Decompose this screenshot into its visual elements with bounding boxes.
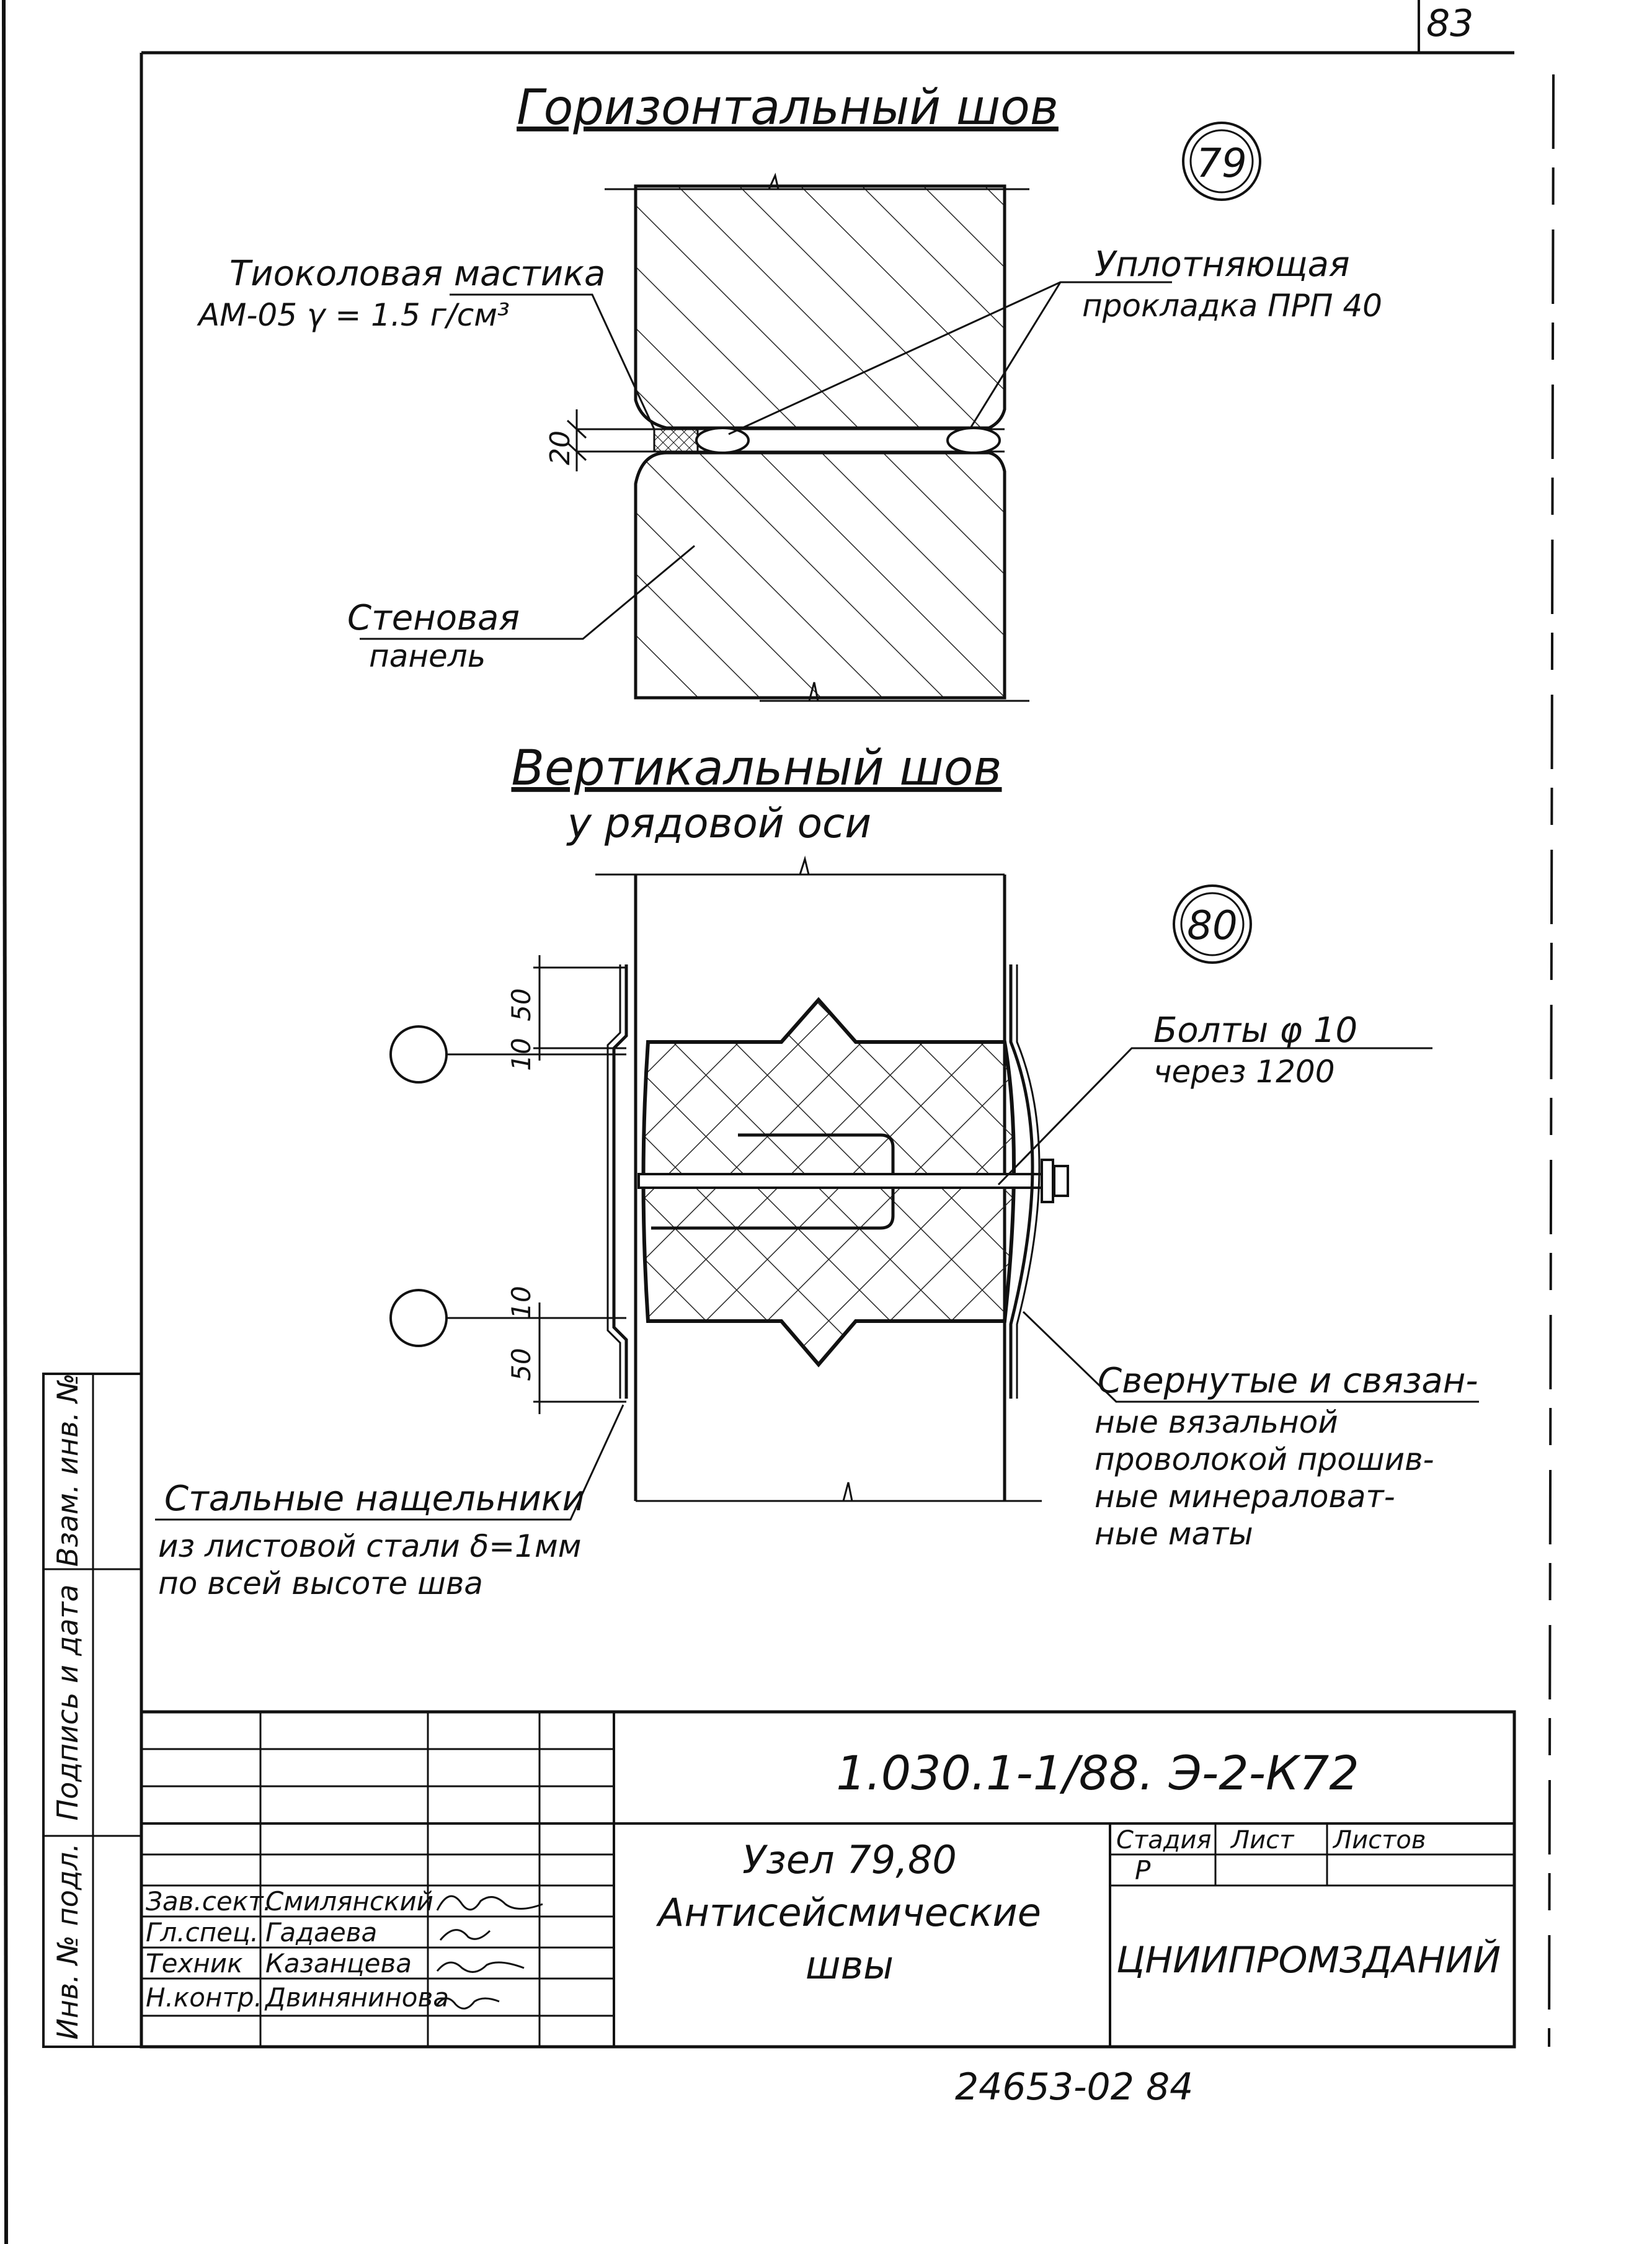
detail-80-title-2: у рядовой оси (566, 799, 871, 847)
side-stamp: Взам. инв. № Подпись и дата Инв. № подл. (42, 1373, 143, 2048)
lower-wall-panel (634, 451, 1029, 702)
stage-header: Стадия (1116, 1826, 1211, 1854)
detail-80-title-1: Вертикальный шов (511, 741, 1001, 796)
upper-wall-panel (605, 172, 1029, 430)
svg-text:79: 79 (1196, 141, 1246, 187)
title-block: 1.030.1-1/88. Э-2-К72 Зав.сект. Гл.спец.… (140, 1710, 1516, 2049)
detail-79-title: Горизонтальный шов (517, 80, 1059, 136)
strips-label-3: по всей высоте шва (158, 1565, 483, 1601)
stage-value: Р (1135, 1855, 1151, 1886)
seal-label-2: прокладка ПРП 40 (1082, 288, 1382, 324)
strips-label-2: из листовой стали δ=1мм (158, 1528, 581, 1564)
stamp-inv-no: Инв. № подл. (51, 1843, 84, 2039)
mats-label-4: ные минераловат- (1095, 1479, 1395, 1515)
drawing-title-3: швы (806, 1943, 894, 1988)
sheet-number: 83 (1426, 2, 1473, 45)
stamp-replace-inv: Взам. инв. № (51, 1373, 84, 1567)
mats-label-5: ные маты (1095, 1516, 1253, 1552)
panel-label-2: панель (369, 638, 486, 674)
document-code: 1.030.1-1/88. Э-2-К72 (836, 1745, 1359, 1801)
axis-marker-top (389, 1025, 448, 1084)
name-2: Казанцева (265, 1948, 412, 1979)
sheet-header: Лист (1230, 1826, 1295, 1854)
svg-text:20: 20 (544, 430, 576, 465)
role-3: Н.контр. (146, 1982, 262, 2013)
name-3: Двинянинова (264, 1982, 449, 2013)
bolts-label-2: через 1200 (1153, 1054, 1335, 1090)
drawing-title-2: Антисейсмические (655, 1890, 1041, 1935)
seal-label-1: Уплотняющая (1095, 244, 1350, 285)
mats-label-3: проволокой прошив- (1095, 1441, 1434, 1477)
wall-section (595, 855, 1042, 1502)
panel-label-1: Стеновая (347, 598, 520, 638)
sheets-header: Листов (1332, 1826, 1426, 1854)
sheet-frame (2, 0, 1555, 2244)
detail-79-marker: 79 (1182, 122, 1261, 201)
axis-marker-bottom (389, 1289, 448, 1347)
mastic-label-1: Тиоколовая мастика (229, 254, 605, 294)
role-0: Зав.сект. (146, 1886, 272, 1917)
dimensions-80: 50 10 10 50 (506, 955, 626, 1414)
horizontal-joint-gap (577, 427, 1005, 454)
strips-label-1: Стальные нащельники (164, 1479, 585, 1519)
organization: ЦНИИПРОМЗДАНИЙ (1116, 1938, 1501, 1981)
sealing-gasket-right (946, 427, 1001, 454)
drawing-title-1: Узел 79,80 (742, 1837, 957, 1882)
name-0: Смилянский (265, 1886, 433, 1917)
svg-text:50: 50 (506, 988, 536, 1021)
detail-80-vertical-joint: Вертикальный шов у рядовой оси 80 (155, 741, 1479, 1601)
detail-80-leaders (155, 1047, 1479, 1521)
svg-text:10: 10 (506, 1038, 536, 1071)
svg-text:10: 10 (506, 1286, 536, 1319)
sealing-gasket-left (695, 427, 750, 454)
detail-80-marker: 80 (1173, 884, 1252, 964)
svg-text:80: 80 (1187, 903, 1237, 949)
detail-79-horizontal-joint: Горизонтальный шов 79 (197, 80, 1382, 702)
name-1: Гадаева (265, 1917, 377, 1948)
detail-79-leaders (360, 281, 1172, 640)
mats-label-2: ные вязальной (1095, 1404, 1338, 1440)
role-1: Гл.спец. (146, 1917, 259, 1948)
bolts-label-1: Болты φ 10 (1153, 1010, 1357, 1051)
dimension-20: 20 (544, 409, 587, 471)
mats-label-1: Свернутые и связан- (1098, 1361, 1478, 1401)
role-2: Техник (146, 1948, 243, 1979)
thiokol-mastic (653, 428, 699, 453)
bolt-phi-10 (637, 1159, 1069, 1203)
stamp-signature-date: Подпись и дата (51, 1584, 84, 1820)
mastic-label-2: АМ-05 γ = 1.5 г/см³ (197, 297, 510, 333)
svg-text:50: 50 (506, 1348, 536, 1381)
signatures (436, 1895, 543, 2010)
page-footer: 24653-02 84 (955, 2065, 1193, 2109)
steel-cover-strips (606, 964, 1041, 1399)
